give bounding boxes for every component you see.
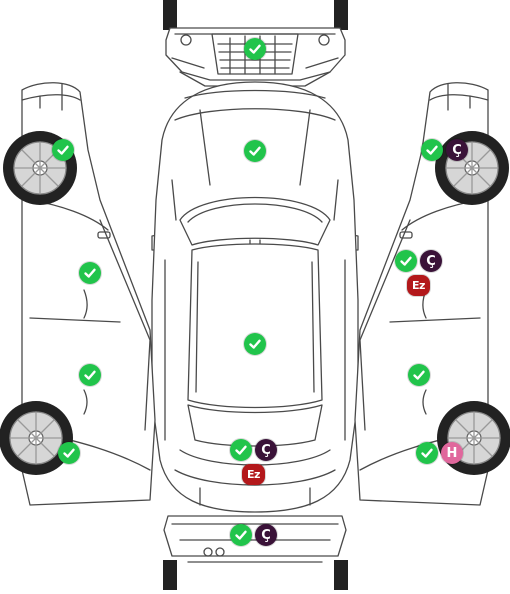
left-front-fender-check-icon[interactable] (52, 139, 74, 161)
right-rear-door-check-icon[interactable] (408, 364, 430, 386)
rear-bumper-scratch-badge-icon[interactable]: Ç (255, 524, 277, 546)
front-bumper-check-icon[interactable] (244, 38, 266, 60)
top-view-drawing (151, 81, 359, 513)
left-front-door-check-icon[interactable] (79, 262, 101, 284)
left-side-drawing (0, 82, 156, 506)
trunk-check-icon[interactable] (230, 439, 252, 461)
right-front-fender-check-icon[interactable] (421, 139, 443, 161)
right-front-door-check-icon[interactable] (395, 250, 417, 272)
roof-check-icon[interactable] (244, 333, 266, 355)
hood-check-icon[interactable] (244, 140, 266, 162)
right-rear-fender-damage-badge-icon[interactable]: H (441, 442, 463, 464)
right-front-door-dent-badge-icon[interactable]: Ez (407, 275, 430, 296)
left-rear-door-check-icon[interactable] (79, 364, 101, 386)
left-rear-fender-check-icon[interactable] (58, 442, 80, 464)
right-front-door-scratch-badge-icon[interactable]: Ç (420, 250, 442, 272)
trunk-dent-badge-icon[interactable]: Ez (242, 464, 265, 485)
rear-bumper-check-icon[interactable] (230, 524, 252, 546)
trunk-scratch-badge-icon[interactable]: Ç (255, 439, 277, 461)
rear-bumper-drawing (163, 515, 348, 590)
right-front-fender-scratch-badge-icon[interactable]: Ç (446, 139, 468, 161)
right-rear-fender-check-icon[interactable] (416, 442, 438, 464)
